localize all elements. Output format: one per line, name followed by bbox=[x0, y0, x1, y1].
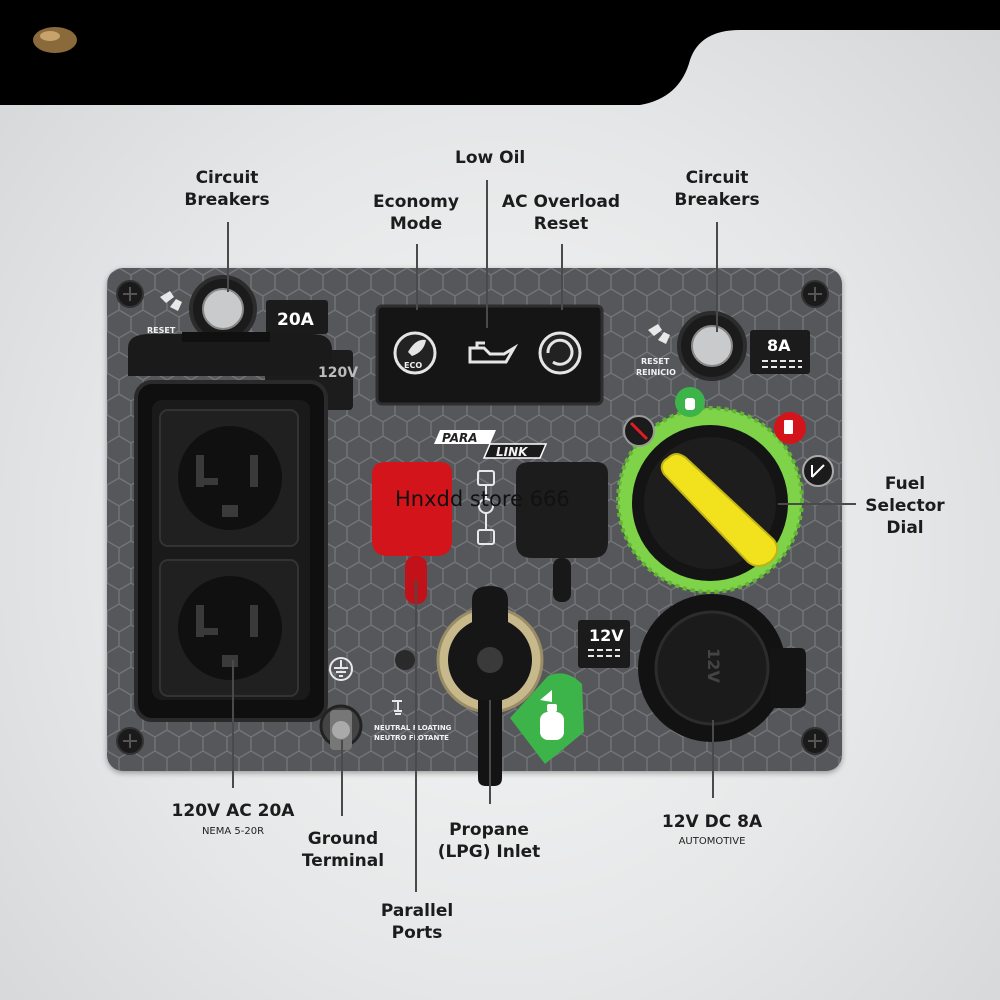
parallel-port-black-cap bbox=[516, 462, 608, 558]
reset-label-right: RESET bbox=[641, 357, 670, 366]
reset-hand-icon bbox=[648, 324, 670, 344]
label-propane-inlet: Propane(LPG) Inlet bbox=[437, 820, 541, 862]
neutral-floating-es: NEUTRO FLOTANTE bbox=[374, 734, 449, 742]
leader-fuel-dial bbox=[778, 503, 856, 505]
label-120v-outlet-sub: NEMA 5-20R bbox=[201, 826, 265, 837]
outlet-cover-text: 120V bbox=[318, 365, 359, 381]
label-low-oil: Low Oil bbox=[455, 148, 526, 168]
leader-circuit-breakers-left bbox=[227, 222, 229, 292]
ac-overload-reset-button bbox=[538, 331, 582, 375]
breaker-left-rating: 20A bbox=[277, 310, 314, 330]
leader-low-oil bbox=[486, 180, 488, 328]
neutral-floating-en: NEUTRAL FLOATING bbox=[374, 724, 452, 732]
leader-ground-terminal bbox=[341, 740, 343, 816]
dc-tag-text: 12V bbox=[589, 626, 624, 645]
label-dc-12v: 12V DC 8A bbox=[661, 812, 763, 832]
reset-hand-icon bbox=[160, 291, 182, 311]
leader-propane bbox=[489, 700, 491, 804]
ground-icon bbox=[329, 657, 353, 681]
top-black-band bbox=[0, 0, 1000, 105]
outlet-flap bbox=[128, 334, 332, 376]
paralink-text-para: PARA bbox=[442, 431, 478, 445]
watermark-text: Hnxdd store 666 bbox=[395, 487, 570, 511]
panel-hole bbox=[395, 650, 415, 670]
neutral-floating-icon bbox=[392, 700, 402, 715]
breaker-right-tag bbox=[750, 330, 810, 374]
ground-terminal-post bbox=[319, 704, 363, 750]
reinicio-label-right: REINICIO bbox=[636, 368, 676, 377]
breaker-right-button bbox=[691, 325, 733, 367]
leader-circuit-breakers-right bbox=[716, 222, 718, 332]
oil-can-icon bbox=[468, 341, 519, 364]
leader-economy-mode bbox=[416, 244, 418, 310]
label-dc-12v-sub: AUTOMOTIVE bbox=[678, 836, 746, 847]
breaker-right-rating: 8A bbox=[767, 336, 791, 355]
breaker-left-button bbox=[202, 288, 244, 330]
leader-ac-overload bbox=[561, 244, 563, 310]
label-120v-outlet: 120V AC 20A bbox=[171, 801, 295, 821]
propane-tank-icon bbox=[540, 704, 564, 740]
eco-text: ECO bbox=[404, 361, 423, 370]
parallel-icons bbox=[477, 470, 495, 545]
fuel-dial-pointer bbox=[660, 453, 779, 567]
paralink-logo bbox=[434, 430, 548, 459]
breaker-left-tag bbox=[266, 300, 328, 334]
leader-120v-outlet bbox=[232, 660, 234, 788]
socket-cap-text: 12V bbox=[703, 648, 723, 683]
leader-parallel-ports bbox=[415, 580, 417, 892]
paralink-text-link: LINK bbox=[496, 445, 528, 459]
parallel-port-red-cap bbox=[372, 462, 452, 556]
leader-dc-12v bbox=[712, 720, 714, 798]
reset-label-left: RESET bbox=[147, 326, 176, 335]
